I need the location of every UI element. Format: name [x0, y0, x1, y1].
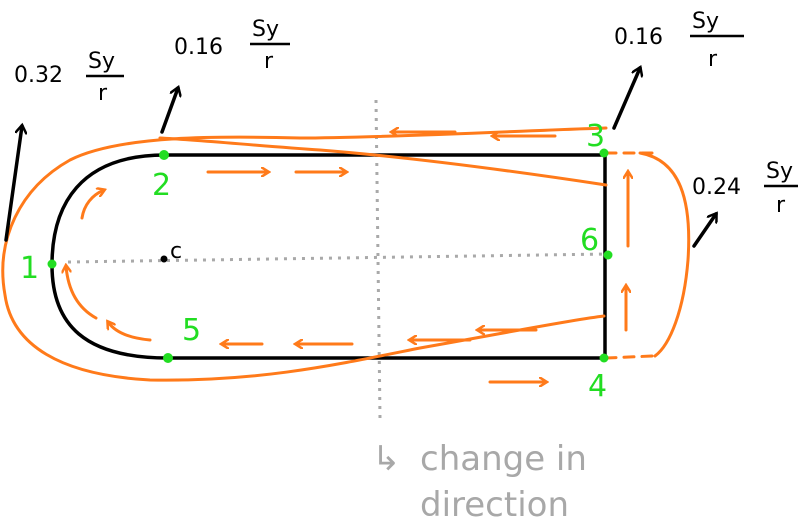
annotation-arrow: ↳: [372, 439, 401, 479]
direction-change-annotation: ↳ change in direction: [372, 439, 587, 525]
direction-change-line: [374, 99, 382, 419]
point-5-marker: [163, 353, 173, 363]
svg-text:r: r: [264, 49, 274, 74]
svg-text:r: r: [776, 193, 786, 218]
stress-envelope-outer: [1, 126, 608, 382]
point-6-marker: [603, 250, 613, 260]
svg-text:r: r: [708, 47, 718, 72]
point-label-6: 6: [580, 223, 599, 258]
point-4-marker: [599, 353, 609, 363]
svg-text:0.24: 0.24: [692, 175, 741, 200]
point-label-5: 5: [182, 313, 201, 348]
point-2-marker: [159, 150, 169, 160]
section-outline: [50, 153, 607, 360]
point-label-3: 3: [586, 119, 605, 154]
stress-arrow-3: [612, 68, 640, 130]
dashed-bottom-right: [604, 354, 654, 360]
svg-text:0.32: 0.32: [14, 63, 63, 88]
stress-envelope-inner: [158, 136, 608, 187]
svg-text:Sy: Sy: [88, 49, 115, 74]
svg-text:Sy: Sy: [766, 159, 793, 184]
stress-arrow-4: [692, 214, 716, 248]
svg-text:Sy: Sy: [692, 9, 719, 34]
svg-text:0.16: 0.16: [174, 35, 223, 60]
stress-arrow-2: [160, 88, 178, 134]
point-label-2: 2: [152, 168, 171, 203]
centroid-marker: [160, 255, 168, 263]
svg-text:r: r: [98, 81, 108, 106]
stress-label-3: 0.16 Sy r: [614, 9, 744, 72]
stress-envelope-right: [638, 151, 691, 358]
point-1-marker: [47, 259, 57, 269]
stress-label-4: 0.24 Sy r: [692, 159, 798, 218]
stress-arrow-1: [4, 126, 22, 242]
flow-arrow-curve-left: [66, 266, 98, 320]
point-label-1: 1: [20, 251, 39, 286]
annotation-line-1: change in: [420, 439, 587, 479]
flow-arrow-curve-upper: [80, 190, 104, 220]
point-label-4: 4: [588, 369, 607, 404]
horizontal-centerline: [67, 252, 609, 264]
svg-text:0.16: 0.16: [614, 25, 663, 50]
stress-label-2: 0.16 Sy r: [174, 17, 290, 74]
annotation-line-2: direction: [420, 485, 569, 525]
flow-arrow-curve-lower: [108, 322, 152, 342]
centroid-label: c: [170, 239, 182, 264]
svg-text:Sy: Sy: [252, 17, 279, 42]
point-3-marker: [599, 148, 609, 158]
stress-label-1: 0.32 Sy r: [14, 49, 124, 106]
